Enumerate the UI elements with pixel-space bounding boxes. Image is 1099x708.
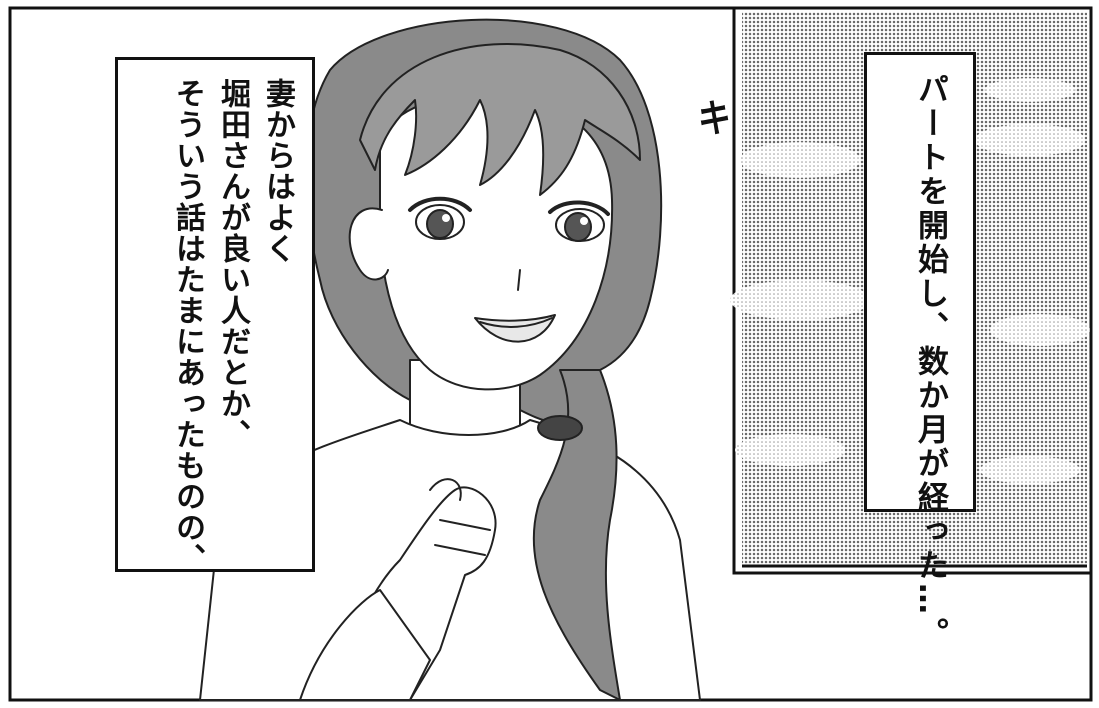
woman-figure [199,18,701,701]
narration-box-right: パートを開始し、数か月が経った…。 [864,52,976,651]
narration-line-1: 妻からはよく [260,78,295,264]
sound-effect: キ [691,97,731,133]
narration-line-3: そういう話はたまにあったものの、 [170,78,205,574]
narration-box-left: 妻からはよく 堀田さんが良い人だとか、 そういう話はたまにあったものの、 [115,57,315,574]
narration-line-2: 堀田さんが良い人だとか、 [215,78,250,450]
narration-right-text: パートを開始し、数か月が経った…。 [912,73,948,651]
